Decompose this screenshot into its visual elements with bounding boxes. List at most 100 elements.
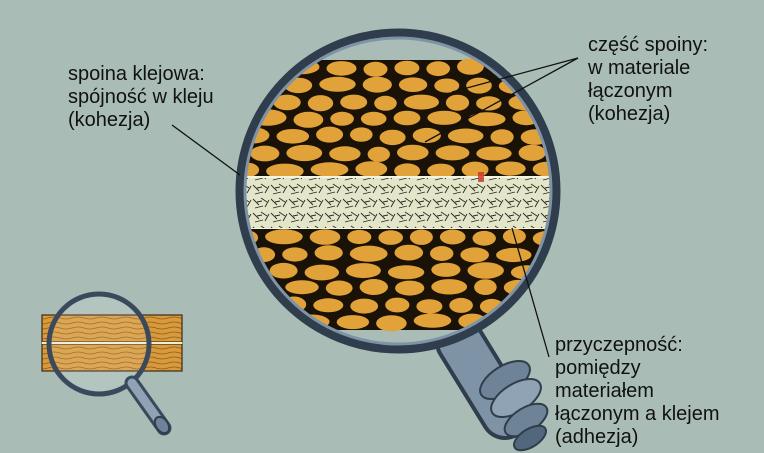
label-text: (adhezja) — [555, 426, 720, 449]
leader-cohesion-glue — [172, 125, 240, 175]
wood-cell — [571, 229, 609, 245]
wood-cell — [566, 314, 597, 330]
wood-cell — [326, 281, 353, 296]
wood-cell — [319, 77, 355, 92]
wood-cell — [548, 93, 583, 109]
wood-cell — [550, 263, 574, 279]
wood-cell — [294, 112, 324, 128]
wood-cell — [496, 162, 526, 176]
wood-cell — [380, 130, 406, 145]
wood-cell — [395, 245, 424, 261]
wood-cell — [239, 59, 276, 74]
wood-cell — [416, 299, 442, 313]
large-magnifier-handle — [460, 342, 553, 453]
wood-cell — [474, 279, 497, 295]
wood-cell — [543, 78, 576, 93]
label-cohesion-in-material: część spoiny: w materiale łączonym (kohe… — [588, 34, 708, 126]
wood-cell — [525, 315, 559, 330]
wood-cell — [376, 315, 407, 331]
wood-cells-lower — [230, 229, 608, 332]
wood-cell — [350, 299, 378, 314]
wood-cell — [337, 315, 369, 329]
wood-cell — [446, 95, 469, 111]
wood-cell — [277, 129, 310, 144]
wood-cell — [523, 61, 548, 76]
wood-cell — [414, 313, 452, 327]
wood-cell — [399, 77, 427, 92]
label-text: spoina klejowa: — [68, 63, 214, 86]
wood-cell — [427, 164, 455, 178]
wood-cell — [350, 127, 373, 141]
wood-cell — [394, 61, 419, 76]
wood-cell — [363, 77, 392, 93]
wood-cell — [519, 145, 546, 161]
wood-cell — [250, 146, 279, 162]
wood-cell — [385, 298, 409, 313]
label-text: spójność w kleju — [68, 86, 214, 109]
wood-cell — [388, 265, 424, 279]
wood-cell — [239, 298, 275, 312]
wood-cell — [374, 96, 397, 111]
label-text: (kohezja) — [68, 109, 214, 132]
wood-cell — [426, 61, 450, 76]
wood-cell — [286, 145, 322, 161]
wood-cell — [305, 265, 339, 281]
wood-cell — [410, 230, 433, 245]
wood-cell — [350, 246, 388, 262]
wood-cell — [327, 61, 357, 76]
wood-cell — [575, 279, 604, 295]
wood-cell — [427, 111, 461, 125]
label-text: (kohezja) — [588, 103, 708, 126]
wood-cell — [430, 246, 453, 261]
label-cohesion-in-glue: spoina klejowa: spójność w kleju (kohezj… — [68, 63, 214, 132]
wood-cell — [282, 247, 307, 261]
wood-cell — [316, 127, 343, 143]
wood-cell — [448, 129, 484, 144]
wood-cell — [340, 95, 367, 110]
wood-cell — [553, 144, 585, 160]
wood-cell — [466, 78, 492, 94]
label-text: w materiale — [588, 57, 708, 80]
wood-cell — [364, 62, 388, 77]
wood-cell — [431, 279, 467, 294]
label-text: materiałem — [555, 380, 720, 403]
label-adhesion: przyczepność: pomiędzy materiałem łączon… — [555, 334, 720, 449]
wood-cell — [468, 112, 505, 126]
label-text: łączonym a klejem — [555, 403, 720, 426]
wood-cell — [476, 96, 501, 110]
wood-cell — [462, 162, 489, 178]
wood-cell — [285, 280, 318, 294]
wood-cell — [329, 146, 360, 161]
wood-cell — [491, 129, 514, 144]
wood-cell — [473, 231, 496, 246]
wood-cell — [346, 263, 381, 278]
label-text: łączonym — [588, 80, 708, 103]
wood-cell — [378, 230, 403, 245]
wood-cell — [360, 279, 388, 295]
wood-cell — [436, 145, 470, 160]
wood-cell — [460, 247, 489, 262]
wood-cell — [313, 298, 343, 312]
label-text: pomiędzy — [555, 357, 720, 380]
wood-cell — [449, 298, 473, 313]
wood-cell — [270, 263, 298, 279]
wood-cell — [315, 245, 343, 260]
wood-cell — [431, 263, 460, 277]
wood-cell — [368, 147, 390, 162]
wood-cell — [440, 230, 466, 245]
wood-cell — [311, 162, 349, 176]
wood-cell — [265, 229, 303, 244]
wood-cell — [355, 161, 387, 177]
wood-cell — [569, 161, 598, 177]
wood-cell — [394, 111, 421, 126]
wood-cell — [404, 95, 439, 110]
wood-cell — [330, 112, 354, 126]
wood-cell — [397, 145, 429, 161]
wood-cell — [551, 297, 578, 312]
wood-cell — [476, 147, 511, 161]
wood-cell — [395, 281, 424, 296]
wood-cell — [308, 95, 333, 111]
label-text: część spoiny: — [588, 34, 708, 57]
wood-cell — [547, 113, 575, 129]
wood-cell — [250, 314, 286, 328]
